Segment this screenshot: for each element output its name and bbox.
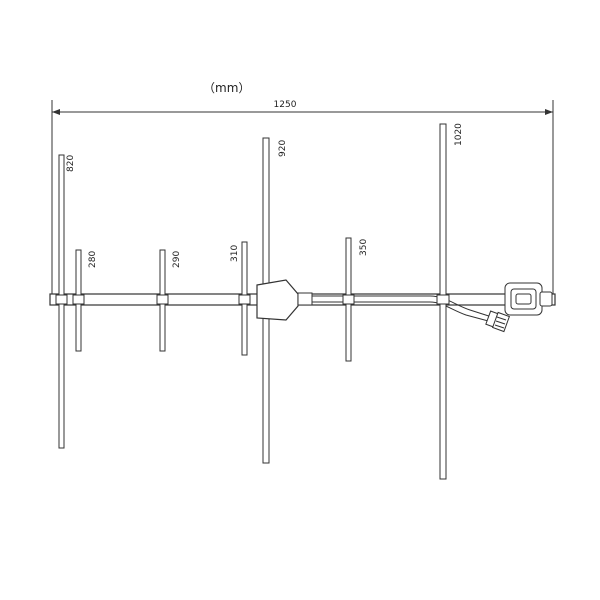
element-820 [55, 154, 68, 449]
element-label-1020: 1020 [454, 123, 464, 146]
element-label-820: 820 [66, 155, 76, 172]
coax-cable [312, 295, 496, 323]
element-310 [238, 241, 251, 356]
overall-dimension [51, 100, 554, 300]
mast-clamp [504, 282, 553, 316]
element-label-290: 290 [172, 251, 182, 268]
element-label-920: 920 [278, 140, 288, 157]
element-280 [72, 249, 85, 352]
unit-label: （mm） [203, 81, 250, 95]
element-label-350: 350 [359, 239, 369, 256]
element-1020 [436, 123, 450, 480]
element-label-310: 310 [230, 245, 240, 262]
element-label-280: 280 [88, 251, 98, 268]
coax-connector [485, 310, 511, 333]
element-290 [156, 249, 169, 352]
element-350 [342, 237, 355, 362]
element-920 [256, 137, 313, 464]
overall-length-label: 1250 [274, 100, 297, 110]
